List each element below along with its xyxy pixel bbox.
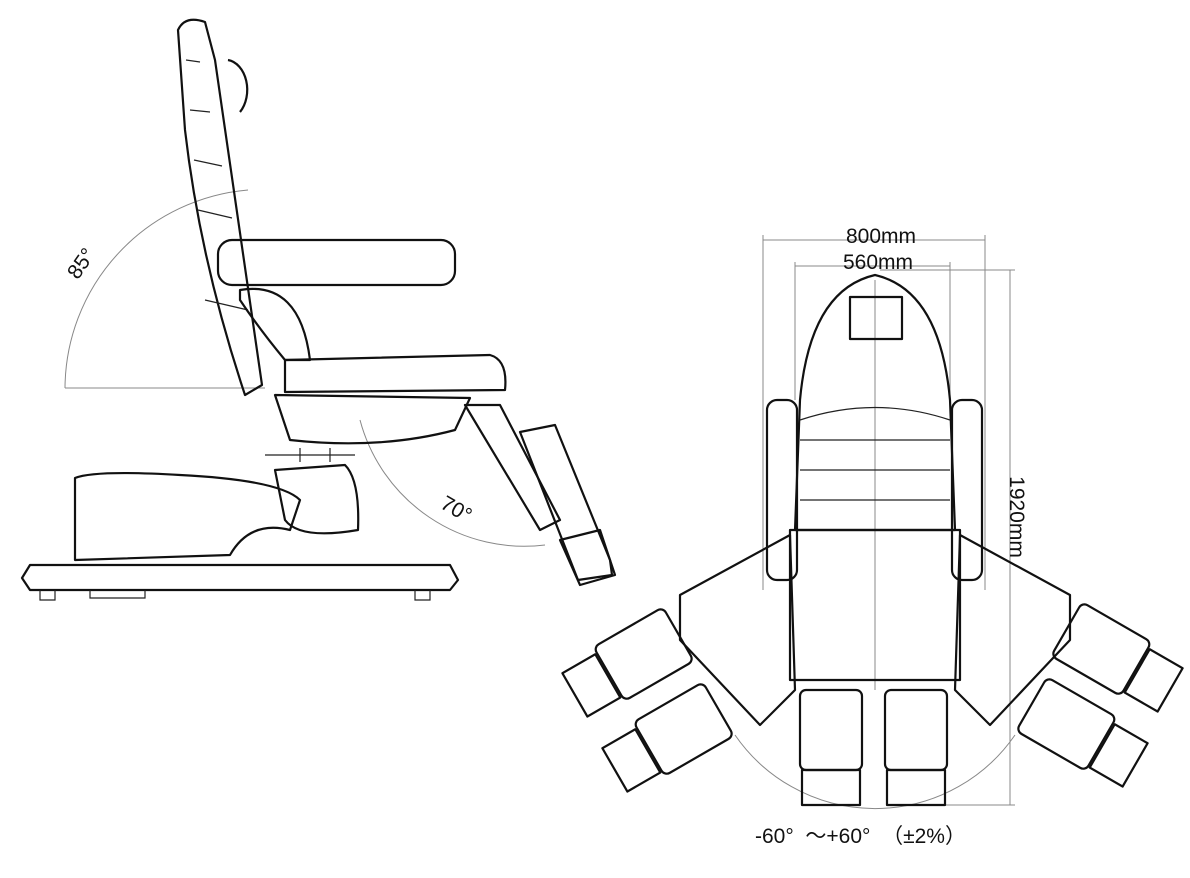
right-armrest	[950, 398, 984, 582]
rotation-range-label: -60° ～+60° （±2%）	[755, 825, 966, 848]
legrest-angle-arc	[359, 419, 546, 547]
side-view	[20, 18, 617, 601]
backrest-angle-arc	[64, 189, 249, 389]
top-view	[561, 235, 1184, 809]
headrest-handle	[227, 58, 249, 113]
backrest	[176, 18, 264, 397]
top-backrest	[793, 273, 957, 532]
right-leg-rest	[883, 688, 949, 772]
left-armrest	[765, 398, 799, 582]
overall-length-label: 1920mm	[1004, 476, 1028, 558]
right-wing	[953, 533, 1072, 727]
armrest	[216, 238, 457, 287]
right-foot	[885, 768, 947, 807]
legrest	[518, 423, 614, 582]
seat-frame	[273, 393, 472, 445]
headrest-pad	[848, 295, 904, 341]
left-wing	[678, 533, 797, 727]
pedestal	[73, 471, 302, 562]
left-leg-rest	[798, 688, 864, 772]
top-seat	[788, 528, 962, 682]
overall-width-label: 800mm	[846, 225, 917, 248]
seat-width-label: 560mm	[843, 251, 914, 274]
left-foot	[800, 768, 862, 807]
legrest-actuator	[463, 403, 562, 532]
base-platform	[20, 563, 460, 592]
seat	[283, 353, 507, 394]
